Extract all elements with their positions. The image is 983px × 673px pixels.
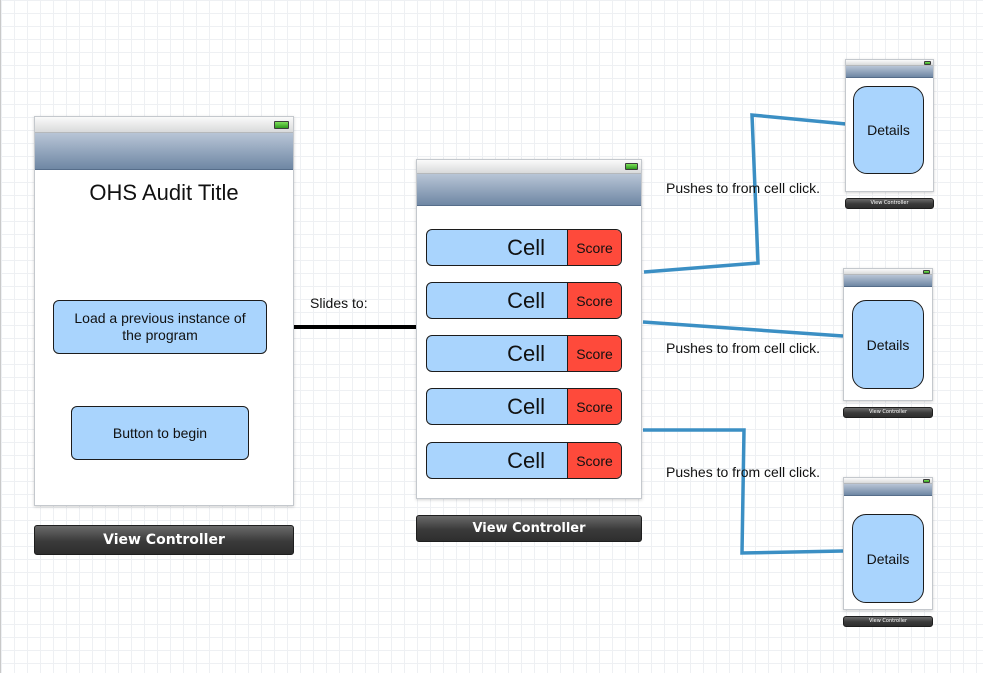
load-previous-button[interactable]: Load a previous instance of the program (53, 300, 267, 354)
score-badge: Score (567, 336, 621, 371)
details-button[interactable]: Details (853, 86, 924, 174)
status-bar (844, 478, 932, 484)
battery-icon (923, 270, 930, 274)
details-button[interactable]: Details (852, 300, 924, 389)
begin-button[interactable]: Button to begin (71, 406, 249, 460)
table-row[interactable]: Cell Score (426, 388, 622, 425)
score-badge: Score (567, 283, 621, 318)
navigation-bar (846, 66, 933, 78)
battery-icon (924, 61, 931, 65)
status-bar (844, 269, 932, 275)
details-button[interactable]: Details (852, 514, 924, 603)
navigation-bar (417, 174, 641, 206)
details-screen: Details (843, 477, 933, 610)
status-bar (35, 117, 293, 133)
cell-list-screen: Cell Score Cell Score Cell Score Cell Sc… (416, 159, 642, 499)
score-badge: Score (567, 443, 621, 478)
status-bar (417, 160, 641, 174)
table-row[interactable]: Cell Score (426, 282, 622, 319)
navigation-bar (35, 133, 293, 170)
view-controller-bar[interactable]: View Controller (416, 515, 642, 542)
push-segue-label: Pushes to from cell click. (666, 464, 821, 480)
cell-label: Cell (507, 340, 545, 366)
battery-icon (923, 479, 930, 483)
push-segue-label: Pushes to from cell click. (666, 340, 821, 356)
home-screen: OHS Audit Title Load a previous instance… (34, 116, 294, 506)
battery-icon (274, 121, 289, 129)
details-screen: Details (845, 59, 934, 192)
table-row[interactable]: Cell Score (426, 229, 622, 266)
push-connector-2[interactable] (642, 320, 844, 338)
cell-label: Cell (507, 393, 545, 419)
table-row[interactable]: Cell Score (426, 442, 622, 479)
score-badge: Score (567, 230, 621, 265)
screen-title: OHS Audit Title (89, 180, 239, 205)
push-connector-1[interactable] (643, 113, 847, 274)
view-controller-bar[interactable]: View Controller (843, 616, 933, 627)
score-badge: Score (567, 389, 621, 424)
view-controller-bar[interactable]: View Controller (843, 407, 933, 418)
navigation-bar (844, 275, 932, 287)
view-controller-bar[interactable]: View Controller (34, 525, 294, 555)
table-row[interactable]: Cell Score (426, 335, 622, 372)
cell-label: Cell (507, 287, 545, 313)
view-controller-bar[interactable]: View Controller (845, 198, 934, 209)
cell-label: Cell (507, 447, 545, 473)
push-connector-3[interactable] (643, 428, 844, 555)
status-bar (846, 60, 933, 66)
details-screen: Details (843, 268, 933, 401)
navigation-bar (844, 484, 932, 496)
battery-icon (625, 163, 638, 170)
push-segue-label: Pushes to from cell click. (666, 180, 821, 196)
slide-segue-label: Slides to: (310, 295, 368, 311)
cell-label: Cell (507, 234, 545, 260)
